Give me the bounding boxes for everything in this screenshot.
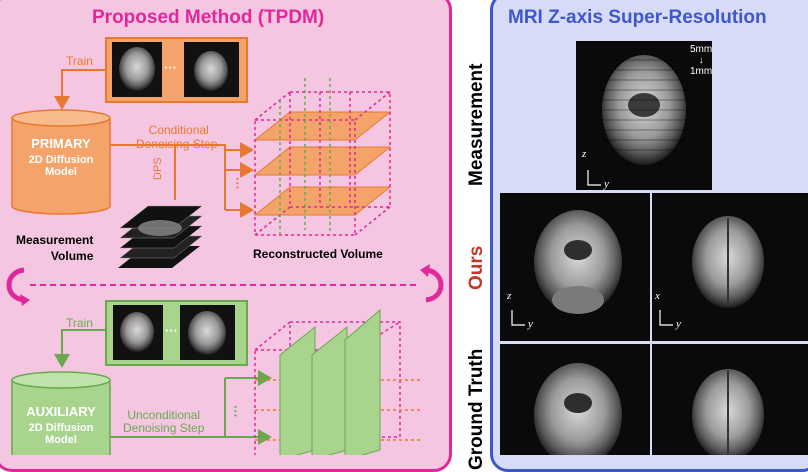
- unconditional-line1: Unconditional: [127, 408, 201, 422]
- measurement-volume-stack: [118, 205, 203, 268]
- auxiliary-line1: AUXILIARY: [26, 404, 96, 419]
- proposed-method-title: Proposed Method (TPDM): [92, 7, 325, 28]
- auxiliary-line2: 2D Diffusion: [28, 422, 94, 434]
- dps-label: DPS: [152, 157, 164, 180]
- primary-train-arrow: [54, 69, 106, 110]
- row-label-measurement: Measurement: [466, 63, 487, 187]
- unconditional-line2: Denoising Step: [123, 421, 205, 435]
- ground-truth-coronal-image: [500, 344, 650, 455]
- auxiliary-diffusion-model: [11, 371, 111, 455]
- reconstructed-volume-cube: [253, 78, 392, 236]
- resolution-arrow: ↓: [698, 55, 704, 66]
- auxiliary-train-arrow: [54, 329, 106, 368]
- auxiliary-ellipsis: ···: [165, 323, 178, 338]
- reconstructed-volume-label: Reconstructed Volume: [253, 247, 383, 261]
- auxiliary-volume-cube: [254, 308, 420, 455]
- measurement-image: [576, 41, 712, 190]
- ground-truth-axial-image: [652, 344, 808, 455]
- resolution-bottom: 1mm: [690, 66, 713, 77]
- super-resolution-title: MRI Z-axis Super-Resolution: [508, 7, 767, 28]
- axis-y-ours-axial: y: [676, 318, 681, 330]
- primary-line1: PRIMARY: [31, 136, 91, 151]
- auxiliary-step-ellipsis: ···: [228, 405, 243, 418]
- ours-axial-image: [652, 193, 808, 341]
- conditional-step-label: Conditional Denoising Step: [136, 123, 217, 151]
- auxiliary-training-slices: [105, 300, 248, 366]
- ours-coronal-image: [500, 193, 650, 341]
- axis-y-measurement: y: [604, 178, 609, 190]
- measurement-volume-line1: Measurement: [16, 233, 94, 247]
- measurement-volume-label: Measurement Volume: [16, 232, 93, 264]
- axis-y-ours: y: [528, 318, 533, 330]
- row-label-ground-truth: Ground Truth: [466, 348, 487, 470]
- primary-train-label: Train: [66, 54, 93, 68]
- measurement-volume-line2: Volume: [50, 249, 94, 263]
- axis-glyphs: [511, 170, 673, 326]
- unconditional-step-label: Unconditional Denoising Step: [123, 409, 204, 435]
- resolution-top: 5mm: [690, 44, 713, 55]
- conditional-line1: Conditional: [148, 123, 209, 137]
- axis-x-ours: x: [655, 290, 660, 302]
- tpdm-diagram: [6, 37, 808, 455]
- alternation-cycle: [6, 264, 444, 306]
- primary-line3: Model: [45, 166, 77, 178]
- primary-model-label: PRIMARY 2D Diffusion Model: [12, 136, 110, 178]
- auxiliary-model-label: AUXILIARY 2D Diffusion Model: [12, 404, 110, 446]
- primary-diffusion-model: [11, 109, 111, 215]
- resolution-indicator: 5mm ↓ 1mm: [690, 44, 712, 77]
- primary-step-ellipsis: ···: [230, 177, 245, 190]
- row-label-ours: Ours: [466, 245, 487, 290]
- primary-ellipsis: ···: [164, 60, 177, 75]
- primary-line2: 2D Diffusion: [28, 154, 94, 166]
- auxiliary-line3: Model: [45, 434, 77, 446]
- auxiliary-train-label: Train: [66, 316, 93, 330]
- conditional-connector: [110, 144, 226, 150]
- axis-z-measurement: z: [582, 148, 587, 160]
- conditional-line2: Denoising Step: [136, 137, 218, 151]
- axis-z-ours: z: [507, 290, 512, 302]
